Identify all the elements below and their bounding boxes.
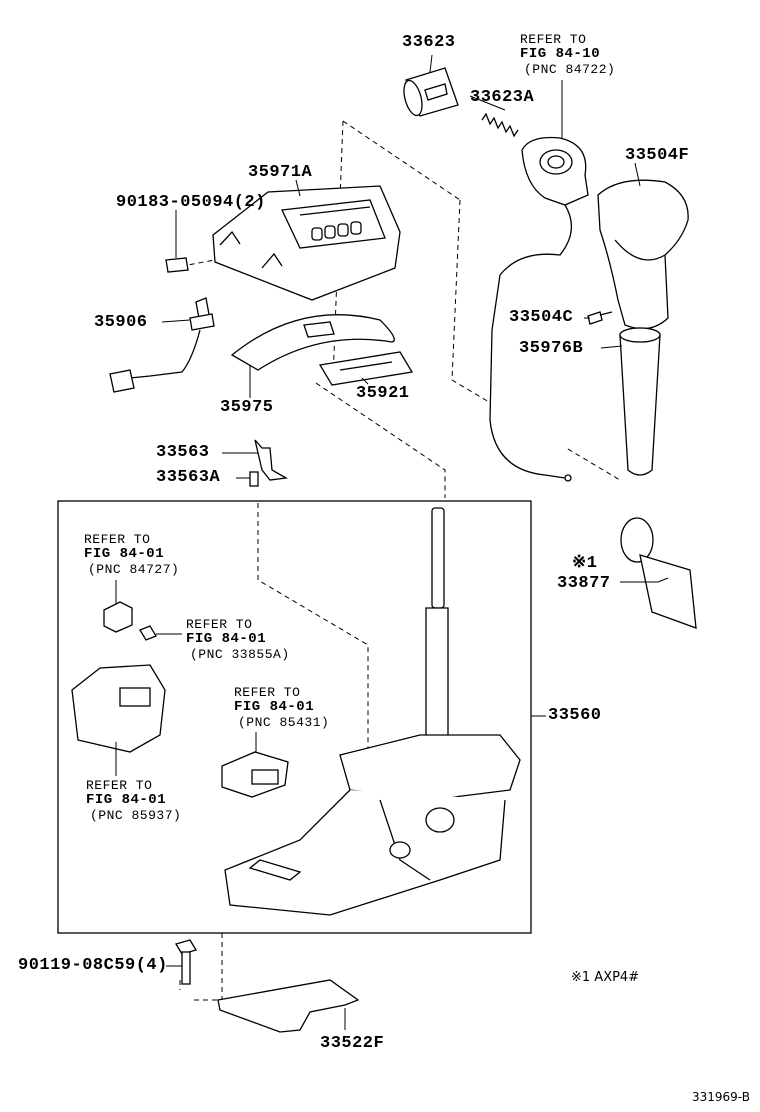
part-90183-clip — [165, 257, 189, 273]
dashed-guide-lever — [257, 503, 369, 760]
label-33877-mark: ※1 — [572, 554, 598, 573]
label-33877: 33877 — [557, 574, 611, 593]
part-35971A-bezel — [212, 185, 401, 301]
ref-line-1: REFER TO — [84, 532, 151, 547]
dashed-guide-panel — [315, 382, 446, 498]
leader-33623A — [469, 95, 506, 111]
part-switch-84722 — [489, 136, 589, 482]
label-90183: 90183-05094(2) — [116, 193, 266, 212]
ref-line-2: FIG 84-10 — [520, 46, 601, 62]
part-33560-lever — [224, 507, 521, 916]
label-33623A: 33623A — [470, 88, 535, 107]
leader-33623 — [429, 54, 433, 73]
label-90119: 90119-08C59(4) — [18, 956, 168, 975]
ref-line-2: FIG 84-01 — [234, 699, 315, 715]
part-33855A — [139, 625, 157, 641]
ref-line-3: (PNC 33855A) — [190, 647, 290, 662]
ref-line-1: REFER TO — [520, 32, 587, 47]
ref-pnc-85431: REFER TO FIG 84-01 (PNC 85431) — [234, 685, 329, 730]
label-35975: 35975 — [220, 398, 274, 417]
leader-35976B — [600, 345, 623, 349]
part-33877-tag — [620, 517, 697, 629]
ref-pnc-84727: REFER TO FIG 84-01 (PNC 84727) — [84, 532, 179, 577]
label-33504F: 33504F — [625, 146, 690, 165]
leader-35971A — [295, 179, 301, 197]
label-33504C: 33504C — [509, 308, 574, 327]
part-35976B-sleeve — [619, 327, 661, 476]
ref-line-2: FIG 84-01 — [84, 546, 165, 562]
ref-pnc-85937: REFER TO FIG 84-01 (PNC 85937) — [86, 778, 181, 823]
part-33623A-spring — [481, 112, 519, 138]
part-35906-bulb — [109, 297, 215, 393]
part-35921-indicator — [318, 351, 414, 386]
ref-pnc-33855A: REFER TO FIG 84-01 (PNC 33855A) — [186, 617, 290, 662]
leader-33877 — [620, 577, 669, 583]
label-35976B: 35976B — [519, 339, 584, 358]
assembly-box — [57, 500, 532, 934]
label-33563: 33563 — [156, 443, 210, 462]
ref-line-1: REFER TO — [86, 778, 153, 793]
ref-line-2: FIG 84-01 — [86, 792, 167, 808]
ref-line-3: (PNC 85937) — [90, 808, 182, 823]
part-85431 — [221, 751, 289, 798]
label-33522F: 33522F — [320, 1034, 385, 1053]
part-33504F-knob — [597, 179, 689, 330]
label-33563A: 33563A — [156, 468, 221, 487]
label-33560: 33560 — [548, 706, 602, 725]
part-33504C-screw — [587, 311, 613, 325]
drawing-code: 331969-B — [692, 1090, 750, 1104]
leader-35906 — [161, 319, 191, 323]
ref-line-1: REFER TO — [186, 617, 253, 632]
label-33623: 33623 — [402, 33, 456, 52]
part-33563-bracket — [254, 439, 289, 481]
ref-line-3: (PNC 84727) — [88, 562, 180, 577]
footnote: ※1 AXP4# — [571, 970, 640, 985]
ref-line-2: FIG 84-01 — [186, 631, 267, 647]
ref-fig-84-10: REFER TO FIG 84-10 (PNC 84722) — [520, 32, 615, 77]
leader-35921 — [361, 377, 369, 385]
part-90119-bolt — [175, 939, 197, 985]
part-35975-plate — [230, 314, 395, 371]
part-33522F-plate — [217, 979, 360, 1033]
leader-33504F — [634, 162, 641, 187]
label-35921: 35921 — [356, 384, 410, 403]
label-35906: 35906 — [94, 313, 148, 332]
label-35971A: 35971A — [248, 163, 313, 182]
part-84727 — [103, 601, 133, 633]
part-85937 — [71, 664, 166, 753]
ref-line-1: REFER TO — [234, 685, 301, 700]
part-33623-shape — [403, 67, 459, 117]
ref-line-3: (PNC 85431) — [238, 715, 330, 730]
part-33563A-screw — [249, 471, 259, 487]
ref-line-3: (PNC 84722) — [524, 62, 616, 77]
